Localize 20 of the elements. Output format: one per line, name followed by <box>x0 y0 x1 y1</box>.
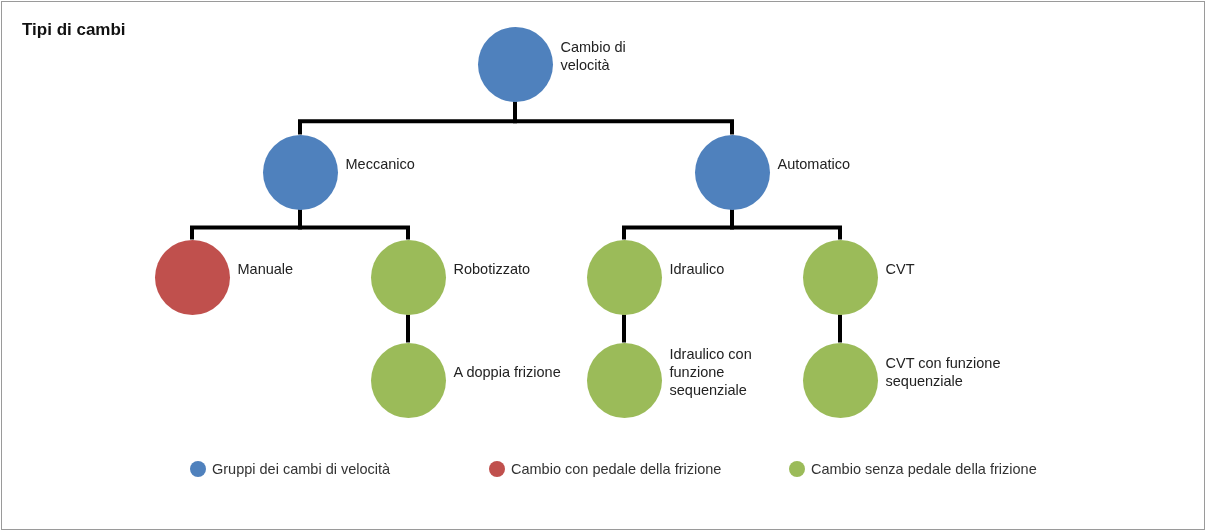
node-label: Cambio di velocità <box>560 38 627 74</box>
node-label: Automatico <box>777 155 852 173</box>
node-label: Robotizzato <box>453 260 532 278</box>
node-label: Manuale <box>237 260 295 278</box>
connector-line <box>622 314 626 343</box>
connector-line <box>406 314 410 343</box>
connector-line <box>298 209 410 240</box>
connector-line <box>838 314 842 343</box>
node-label: Idraulico <box>669 260 726 278</box>
node-label: A doppia frizione <box>453 363 562 381</box>
legend-label: Gruppi dei cambi di velocità <box>212 461 391 477</box>
node-label: Meccanico <box>345 155 416 173</box>
legend-label: Cambio con pedale della frizione <box>511 461 722 477</box>
node-label: CVT <box>885 260 916 278</box>
legend-label: Cambio senza pedale della frizione <box>811 461 1037 477</box>
connector-line <box>730 209 842 240</box>
node-label: CVT con funzione sequenziale <box>885 354 1002 390</box>
connector-line <box>513 101 734 135</box>
node-label: Idraulico con funzione sequenziale <box>669 345 753 399</box>
diagram-title: Tipi di cambi <box>22 20 126 40</box>
